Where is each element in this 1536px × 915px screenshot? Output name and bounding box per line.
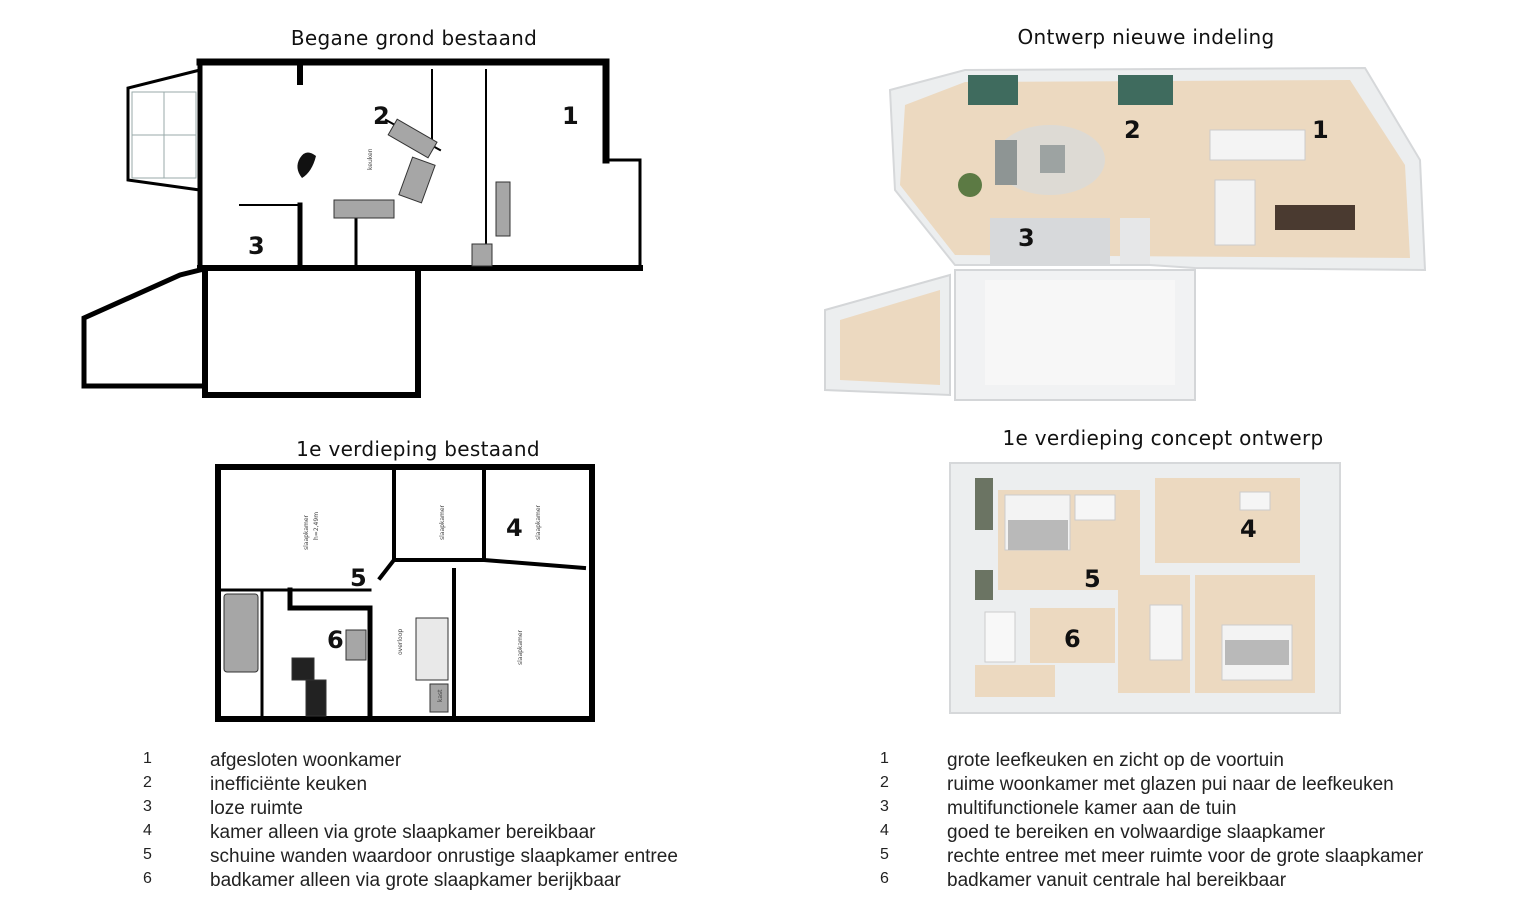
render-first-furniture: [975, 478, 1293, 681]
title-first-concept: 1e verdieping concept ontwerp: [1002, 426, 1324, 450]
first-existing-fixtures: [223, 593, 449, 717]
ground-existing-plant: [297, 152, 316, 178]
first-existing-numbers: 4 5 6: [327, 514, 523, 654]
title-ground-new: Ontwerp nieuwe indeling: [1017, 25, 1275, 49]
number-3: 3: [248, 232, 265, 260]
number-2: 2: [373, 102, 390, 130]
first-existing-room-labels: slaapkamer h=2,49m slaapkamer slaapkamer…: [303, 504, 542, 702]
number-1: 1: [1312, 116, 1329, 144]
room-label-slaapkamer-height: h=2,49m: [313, 512, 320, 540]
room-label-slaapkamer: slaapkamer: [303, 514, 310, 550]
room-label-overloop: overloop: [397, 629, 404, 655]
number-6: 6: [327, 626, 344, 654]
ground-existing-bay-glass: [131, 91, 197, 179]
number-5: 5: [350, 564, 367, 592]
ground-existing-walls: [81, 58, 643, 398]
render-first-rooms: [975, 478, 1315, 697]
room-label-kast: kast: [437, 689, 444, 702]
room-label-keuken: keuken: [367, 148, 374, 170]
number-4: 4: [1240, 515, 1257, 543]
room-label-slaapkamer-4: slaapkamer: [517, 629, 524, 665]
render-first-numbers: 4 5 6: [1064, 515, 1257, 653]
render-ground-numbers: 1 2 3: [1018, 116, 1329, 252]
ground-existing-room-labels: keuken: [367, 148, 374, 170]
ground-existing-numbers: 1 2 3: [248, 102, 579, 260]
first-existing-walls: [215, 464, 595, 722]
number-4: 4: [506, 514, 523, 542]
ground-existing-kitchen: [333, 118, 511, 267]
title-ground-existing: Begane grond bestaand: [290, 26, 538, 50]
render-ground-walls: [824, 66, 1427, 401]
title-first-existing: 1e verdieping bestaand: [296, 437, 540, 461]
render-ground-furniture: [958, 75, 1355, 266]
number-2: 2: [1124, 116, 1141, 144]
number-6: 6: [1064, 625, 1081, 653]
number-3: 3: [1018, 224, 1035, 252]
number-5: 5: [1084, 565, 1101, 593]
number-1: 1: [562, 102, 579, 130]
room-label-slaapkamer-3: slaapkamer: [535, 504, 542, 540]
room-label-slaapkamer-2: slaapkamer: [439, 504, 446, 540]
